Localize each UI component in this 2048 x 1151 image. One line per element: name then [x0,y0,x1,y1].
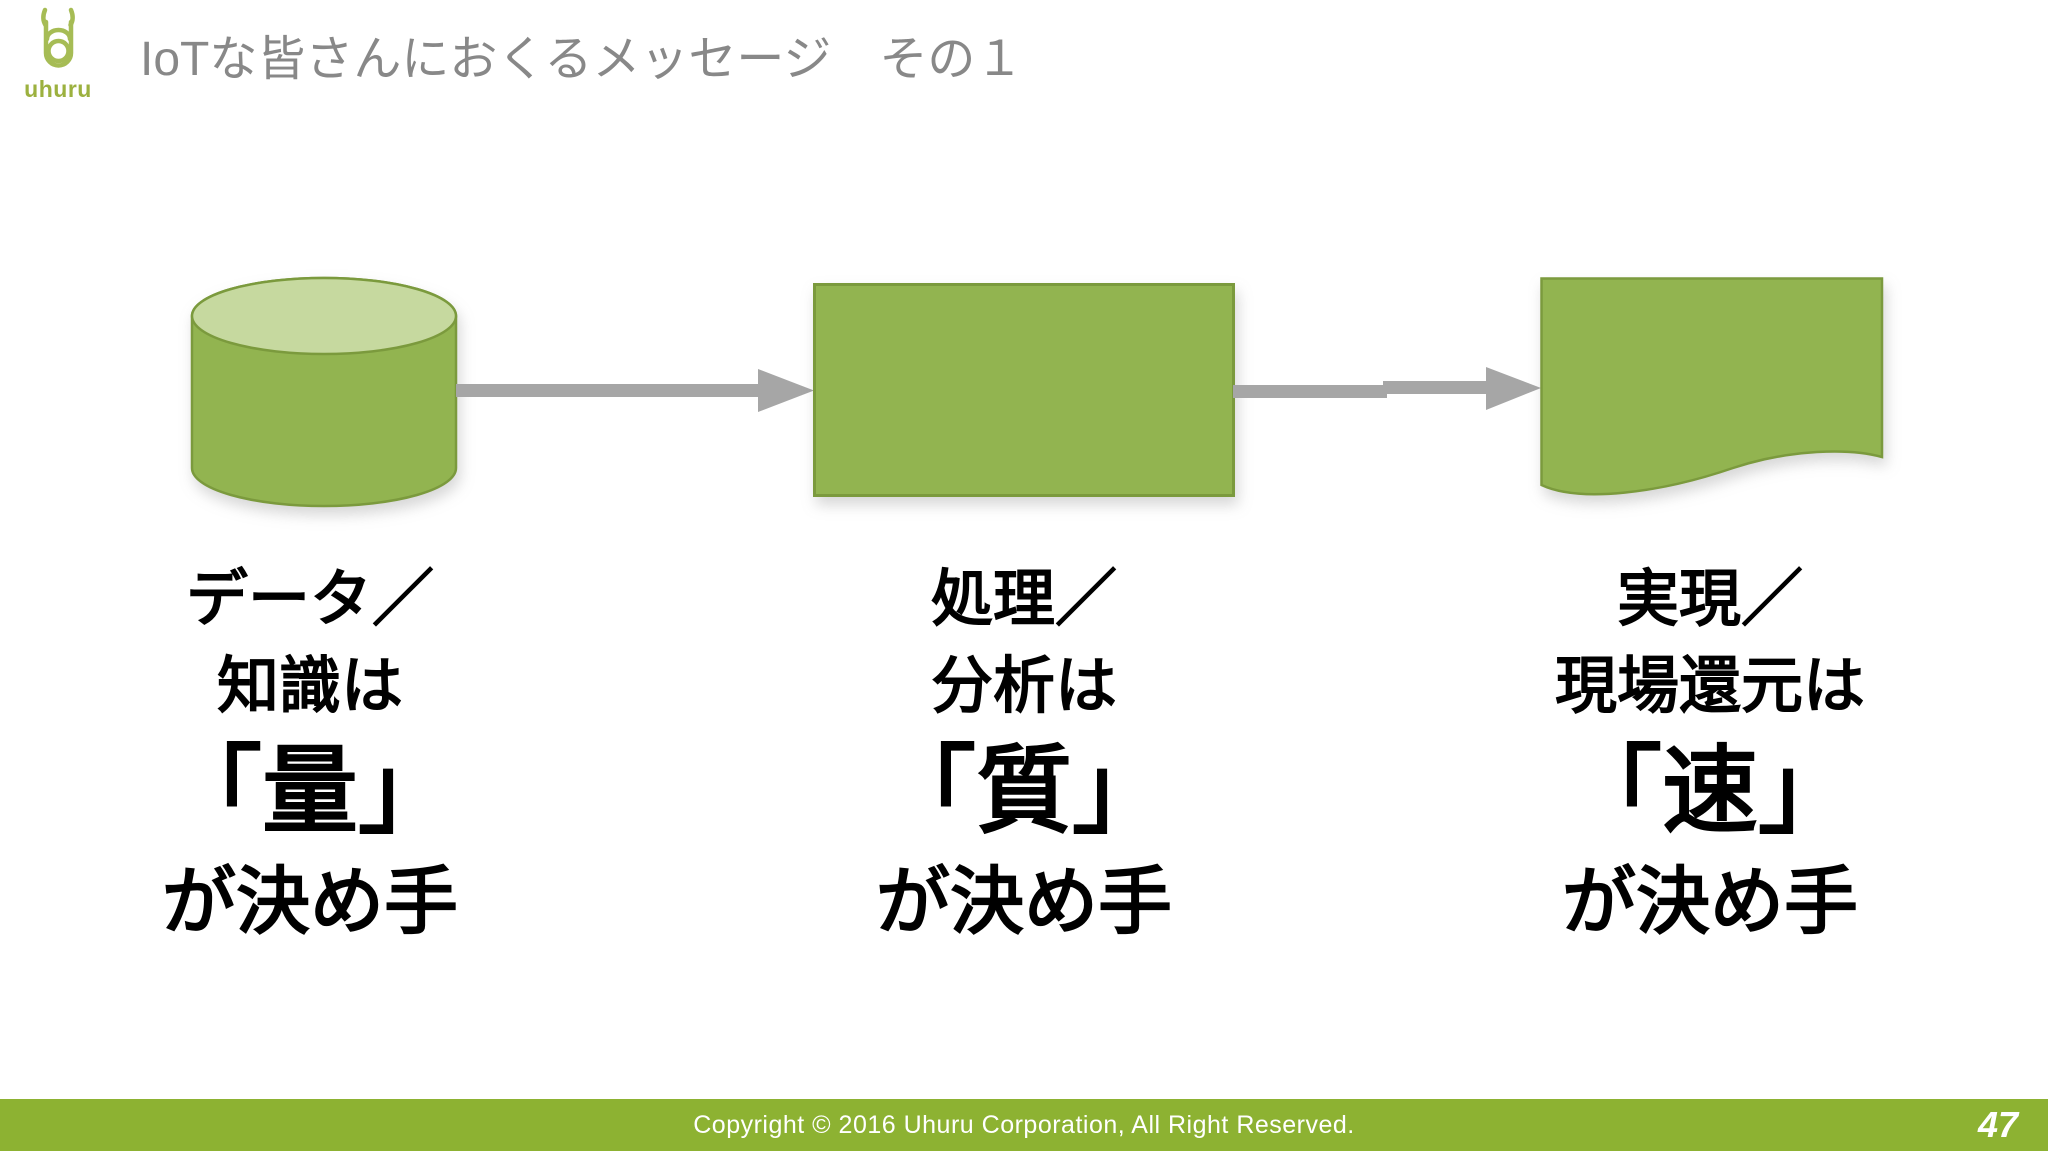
caption-keyword: 「質」 [880,738,1168,845]
uhuru-logo-icon [41,7,75,68]
caption-line: が決め手 [876,860,1172,943]
copyright-text: Copyright © 2016 Uhuru Corporation, All … [693,1111,1355,1139]
flow-arrow-1-icon [456,369,814,412]
caption-line: 知識は [216,652,403,721]
caption-realization-speed: 実現／ 現場還元は 「速」 が決め手 [1490,556,1930,950]
caption-line: データ／ [185,565,434,634]
footer-bar: Copyright © 2016 Uhuru Corporation, All … [0,1099,2048,1151]
caption-process-quality: 処理／ 分析は 「質」 が決め手 [804,556,1244,950]
caption-keyword: 「量」 [166,738,454,845]
caption-line: 処理／ [930,565,1117,634]
page-number: 47 [1977,1104,2018,1145]
uhuru-logo-text: uhuru [24,76,92,102]
cylinder-shape [190,276,458,508]
document-shape [1540,277,1884,496]
caption-keyword: 「速」 [1566,738,1854,845]
caption-line: 分析は [930,652,1117,721]
caption-line: が決め手 [1562,860,1858,943]
process-rectangle-shape [813,283,1235,497]
uhuru-logo: uhuru [16,6,100,103]
caption-line: 現場還元は [1554,652,1865,721]
caption-data-volume: データ／ 知識は 「量」 が決め手 [90,556,530,950]
caption-line: が決め手 [162,860,458,943]
caption-line: 実現／ [1616,565,1803,634]
slide-title: IoTな皆さんにおくるメッセージ その１ [140,33,1024,86]
flow-arrow-2-icon [1233,367,1541,410]
